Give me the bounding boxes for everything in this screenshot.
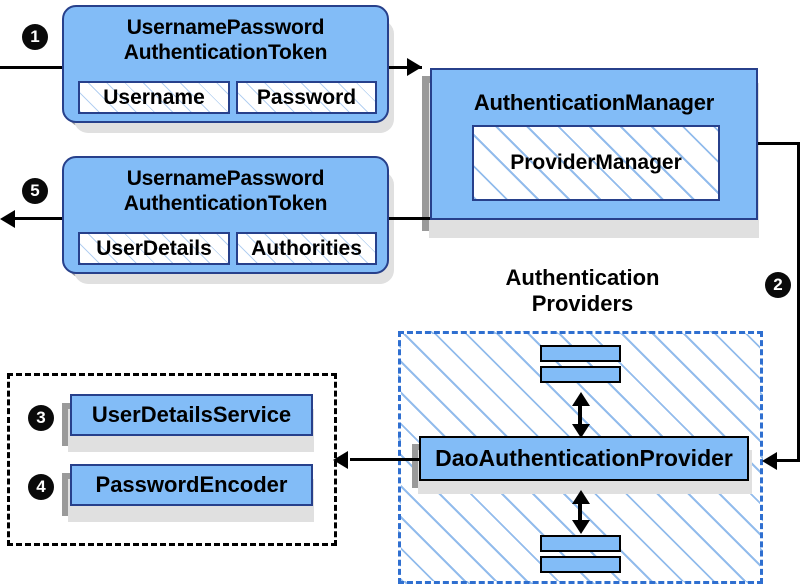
- authentication-manager-node[interactable]: AuthenticationManager ProviderManager: [430, 68, 758, 220]
- provider-manager-panel[interactable]: ProviderManager: [472, 125, 720, 201]
- response-token-out-line: [14, 217, 72, 220]
- manager-to-response-token-line: [389, 217, 434, 220]
- provider-to-support-arrowhead: [333, 451, 348, 469]
- provider-link-top-arrow-up: [572, 392, 590, 406]
- request-token-title-line2: AuthenticationToken: [123, 41, 328, 64]
- user-details-service-label: UserDetailsService: [91, 402, 292, 427]
- password-encoder-node[interactable]: PasswordEncoder: [70, 464, 313, 506]
- badge-2: 2: [765, 272, 791, 298]
- response-token-title-line2: AuthenticationToken: [123, 192, 328, 215]
- response-token-title-line1: UsernamePassword: [126, 167, 325, 190]
- response-token-out-arrowhead: [0, 210, 15, 228]
- provider-bar-bottom-1[interactable]: [540, 535, 621, 552]
- response-token-field-userdetails[interactable]: UserDetails: [78, 232, 230, 265]
- request-token-field-username[interactable]: Username: [78, 81, 230, 114]
- badge-3: 3: [28, 405, 54, 431]
- provider-link-top-line: [578, 398, 582, 428]
- provider-link-top-arrow-down: [572, 424, 590, 438]
- manager-to-provider-arrowhead: [762, 452, 777, 470]
- badge-5: 5: [22, 178, 48, 204]
- provider-bar-top-1[interactable]: [540, 345, 621, 362]
- incoming-request-line: [0, 66, 72, 69]
- providers-group-title-line1: Authentication: [505, 265, 660, 290]
- password-encoder-label: PasswordEncoder: [95, 472, 288, 497]
- badge-1: 1: [22, 24, 48, 50]
- request-token-node[interactable]: UsernamePassword AuthenticationToken Use…: [62, 5, 389, 123]
- provider-bar-top-2[interactable]: [540, 366, 621, 383]
- provider-manager-label: ProviderManager: [510, 151, 682, 174]
- response-token-field-authorities[interactable]: Authorities: [236, 232, 377, 265]
- authentication-manager-title: AuthenticationManager: [473, 90, 715, 115]
- dao-authentication-provider-label: DaoAuthenticationProvider: [435, 445, 733, 471]
- provider-link-bottom-arrow-up: [572, 490, 590, 504]
- request-token-field-password[interactable]: Password: [236, 81, 377, 114]
- provider-link-bottom-line: [578, 496, 582, 524]
- response-token-node[interactable]: UsernamePassword AuthenticationToken Use…: [62, 156, 389, 274]
- user-details-service-node[interactable]: UserDetailsService: [70, 394, 313, 436]
- provider-bar-bottom-2[interactable]: [540, 556, 621, 573]
- manager-to-provider-line-h2: [777, 459, 800, 462]
- request-to-manager-arrowhead: [407, 58, 422, 76]
- request-to-manager-line: [389, 66, 422, 69]
- manager-to-provider-line-v: [797, 142, 800, 462]
- request-token-title-line1: UsernamePassword: [126, 16, 325, 39]
- provider-to-support-line: [350, 458, 420, 461]
- manager-to-provider-line-h1: [758, 142, 800, 145]
- providers-group-title-line2: Providers: [531, 291, 634, 316]
- dao-authentication-provider-node[interactable]: DaoAuthenticationProvider: [419, 436, 749, 481]
- provider-link-bottom-arrow-down: [572, 520, 590, 534]
- badge-4: 4: [28, 474, 54, 500]
